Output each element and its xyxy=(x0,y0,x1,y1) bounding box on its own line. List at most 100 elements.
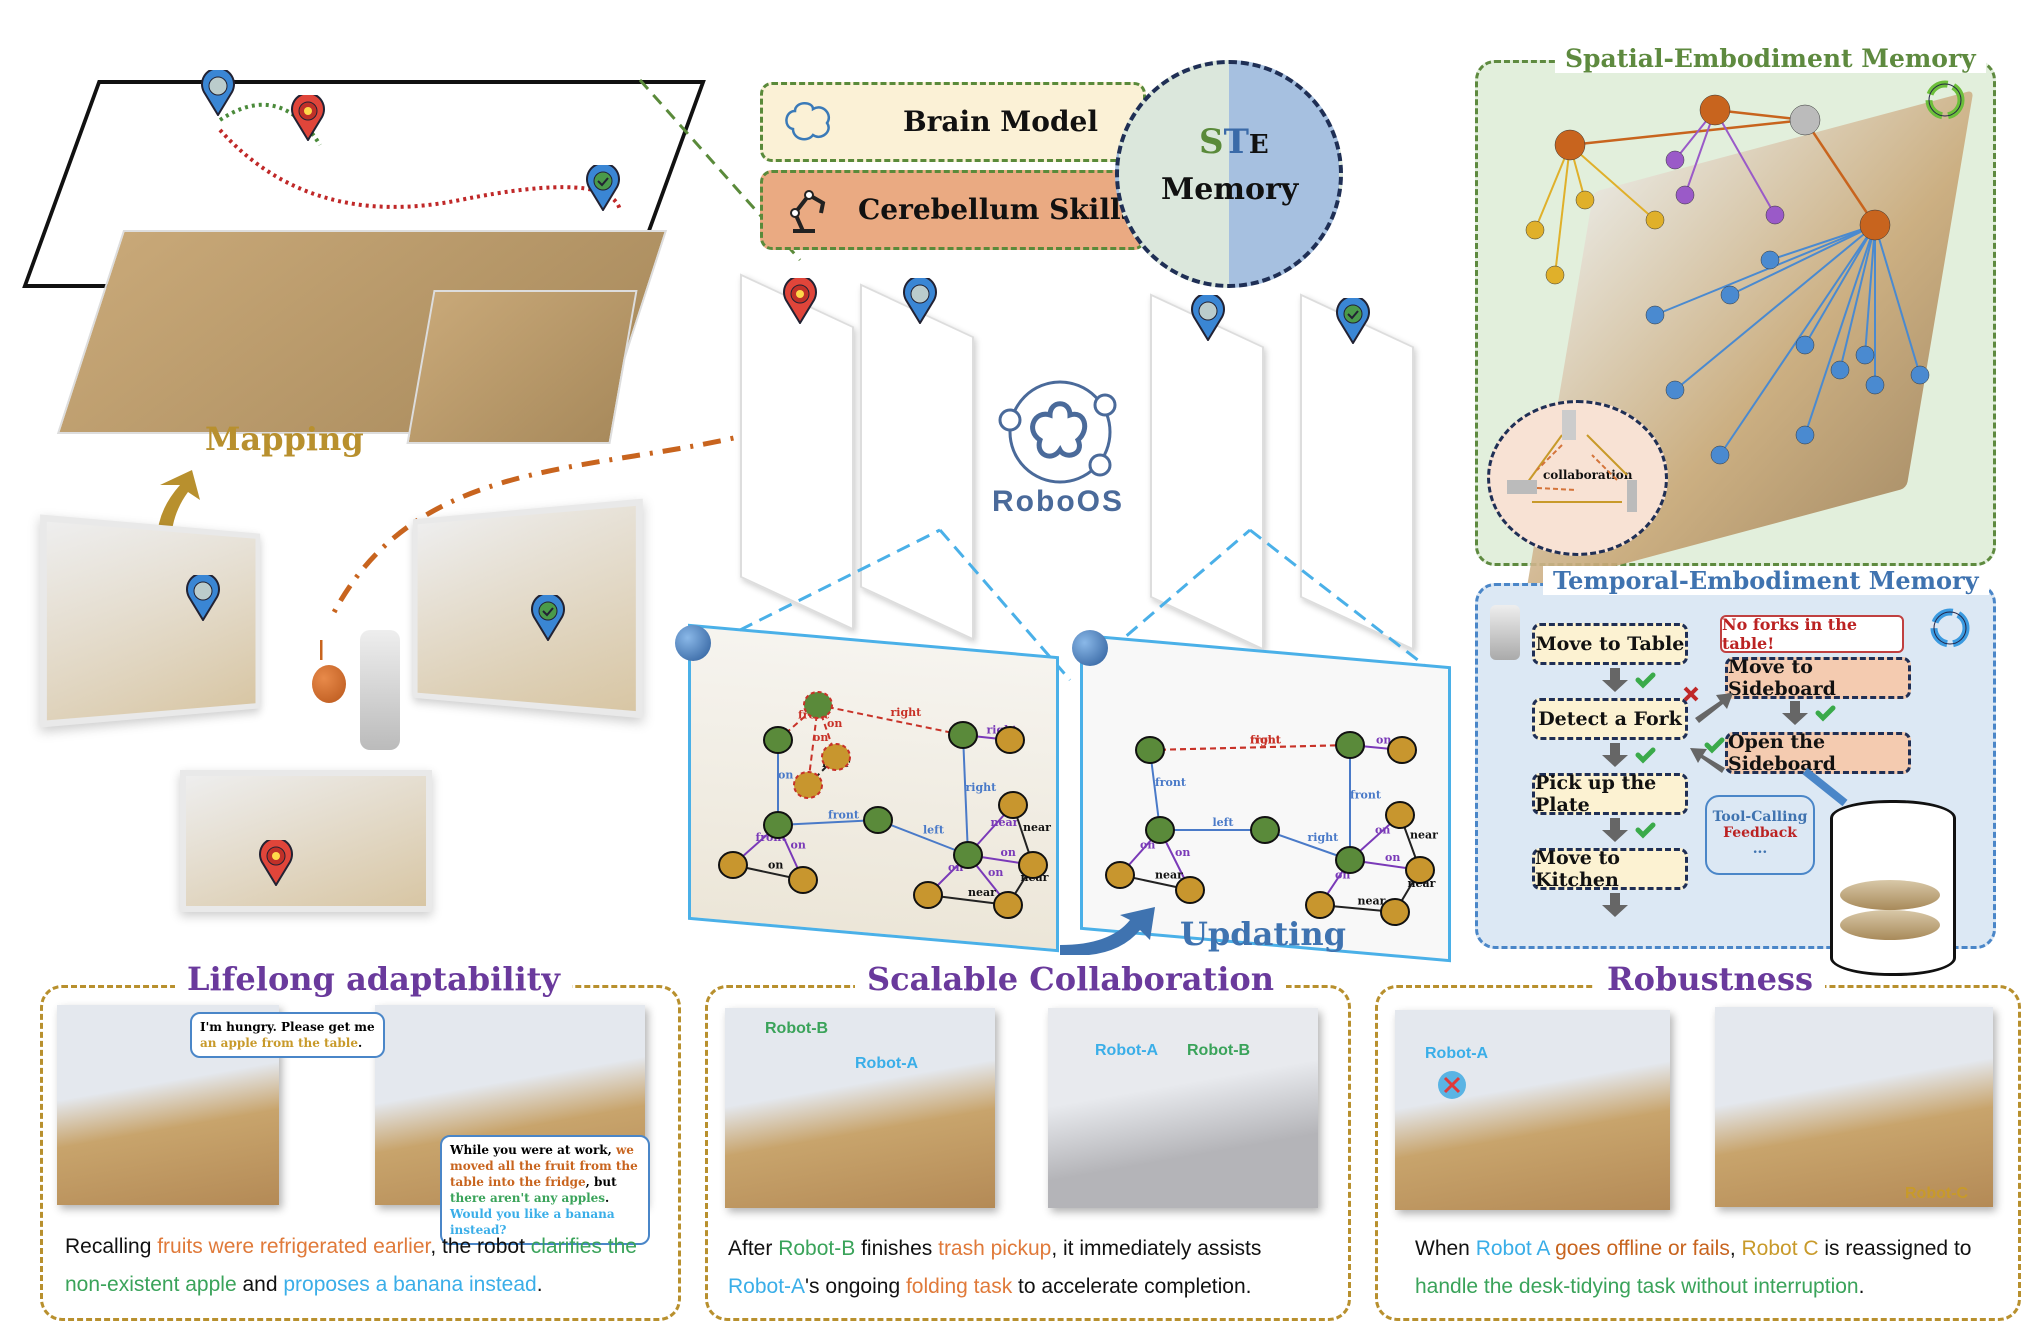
room-node xyxy=(1860,210,1890,240)
ellipsis-label: ... xyxy=(1707,841,1813,857)
object-node xyxy=(1336,732,1364,758)
caption-highlight: Robot A xyxy=(1476,1237,1550,1260)
graph-edge xyxy=(1875,225,1920,375)
object-node xyxy=(1146,817,1174,843)
edge-label: right xyxy=(1308,831,1340,844)
refresh-pin-icon xyxy=(185,575,221,621)
attribute-node xyxy=(1106,862,1134,888)
target-pin-icon xyxy=(782,278,818,324)
edge-label: near xyxy=(1410,829,1438,842)
edge-label: on xyxy=(827,717,842,730)
ste-s: S xyxy=(1199,122,1224,162)
robot-b-tag: Robot-B xyxy=(1187,1042,1250,1060)
speech-bubble-request: I'm hungry. Please get me an apple from … xyxy=(190,1012,385,1058)
bubble-text: While you were at work, xyxy=(450,1143,616,1157)
leaf-node xyxy=(1526,221,1544,239)
refresh-pin-icon xyxy=(1190,295,1226,341)
lifelong-title: Lifelong adaptability xyxy=(175,960,572,998)
room-node xyxy=(1555,130,1585,160)
edge-label: on xyxy=(1175,846,1190,859)
attribute-node xyxy=(1019,852,1047,878)
ste-e: E xyxy=(1249,130,1269,160)
leaf-node xyxy=(1911,366,1929,384)
edge-label: near xyxy=(1155,869,1183,882)
robustness-title: Robustness xyxy=(1595,960,1825,998)
robot-b-tag: Robot-B xyxy=(765,1020,828,1038)
down-arrow-icon xyxy=(1782,701,1808,725)
caption-highlight: goes offline or fails xyxy=(1555,1237,1730,1260)
graph-edge xyxy=(1570,120,1805,145)
check-pin-icon xyxy=(530,595,566,641)
room-node xyxy=(1790,105,1820,135)
caption-text: is reassigned to xyxy=(1819,1237,1972,1260)
leaf-node xyxy=(1761,251,1779,269)
bubble-text: , but xyxy=(586,1175,617,1189)
check-icon xyxy=(1638,675,1653,685)
leaf-node xyxy=(1546,266,1564,284)
brain-model-box: Brain Model xyxy=(760,82,1146,162)
robot-a-tag: Robot-A xyxy=(1095,1042,1158,1060)
attribute-node xyxy=(1406,857,1434,883)
check-icon xyxy=(1638,750,1653,760)
attribute-node xyxy=(1386,802,1414,828)
object-node xyxy=(1136,737,1164,763)
edge-label: on xyxy=(988,866,1003,879)
attribute-node xyxy=(794,772,822,798)
leaf-node xyxy=(1766,206,1784,224)
object-node xyxy=(949,722,977,748)
object-node xyxy=(1251,817,1279,843)
bubble-punct: . xyxy=(358,1036,362,1050)
caption-highlight: proposes a banana instead xyxy=(283,1273,536,1296)
room-view-left xyxy=(40,514,260,727)
robot-figure xyxy=(360,630,400,750)
leaf-node xyxy=(1666,151,1684,169)
robot-a-tag: Robot-A xyxy=(855,1055,918,1073)
robot-c-tag: Robot-C xyxy=(1905,1185,1968,1203)
caption-highlight: Robot C xyxy=(1742,1237,1819,1260)
edge-label: right xyxy=(966,781,998,794)
edge-label: on xyxy=(1375,824,1390,837)
ste-t: T xyxy=(1224,122,1249,162)
attribute-node xyxy=(914,882,942,908)
attribute-node xyxy=(789,867,817,893)
attribute-node xyxy=(1388,737,1416,763)
collaboration-arrows xyxy=(1487,400,1662,550)
caption-text: , the robot xyxy=(430,1235,530,1258)
attribute-node xyxy=(999,792,1027,818)
edge-label: left xyxy=(923,824,945,837)
attribute-node xyxy=(1381,899,1409,925)
collab-photo-1 xyxy=(725,1008,995,1208)
leaf-node xyxy=(1856,346,1874,364)
edge-label: right xyxy=(891,706,923,719)
down-arrow-icon xyxy=(1602,668,1628,692)
check-icon xyxy=(1707,740,1722,750)
feedback-label: Feedback xyxy=(1707,825,1813,841)
object-node xyxy=(954,842,982,868)
caption-text: . xyxy=(537,1273,543,1296)
refresh-pin-icon xyxy=(200,70,236,116)
edge-label: on xyxy=(768,859,783,872)
object-node xyxy=(864,807,892,833)
graph-edge xyxy=(963,735,968,855)
object-node xyxy=(764,727,792,753)
caption-text: Recalling xyxy=(65,1235,157,1258)
edge-label: front xyxy=(828,809,860,822)
leaf-node xyxy=(1796,336,1814,354)
brain-icon xyxy=(783,99,833,143)
feedback-arrow-icon xyxy=(1805,771,1845,803)
attribute-node xyxy=(1176,877,1204,903)
ste-acronym: STE xyxy=(1199,122,1269,162)
caption-text: . xyxy=(1859,1275,1865,1298)
collab-photo-2 xyxy=(1048,1008,1318,1208)
caption-text: After xyxy=(728,1237,778,1260)
mobile-robot-icon xyxy=(1562,410,1576,440)
diag-arrow-icon xyxy=(1695,693,1733,723)
graph-edge xyxy=(1655,225,1875,315)
caption-text: finishes xyxy=(855,1237,938,1260)
collaboration-title: Scalable Collaboration xyxy=(855,960,1286,998)
brain-model-label: Brain Model xyxy=(903,105,1098,138)
caption-highlight: Robot-B xyxy=(778,1237,855,1260)
down-arrow-icon xyxy=(1602,743,1628,767)
memory-layer xyxy=(1840,910,1940,940)
bubble-highlight: an apple from the table xyxy=(200,1036,358,1050)
